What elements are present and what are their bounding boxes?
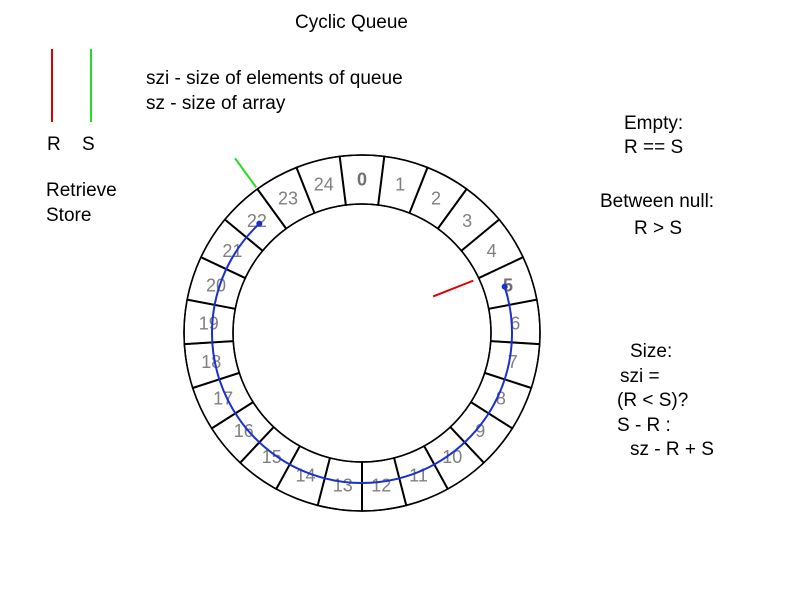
ring-cell-label: 10 [442,447,462,467]
empty-title: Empty: [624,113,684,134]
diagram-title: Cyclic Queue [295,12,408,33]
ring-cell-divider [470,401,513,430]
legend-s-label: S [82,134,95,155]
ring-cell-divider [224,218,264,252]
ring-cell-divider [478,256,524,279]
ring-outer-edge [183,154,541,512]
ring-cell-divider [377,156,386,206]
ring-cell-label: 12 [371,475,391,495]
ring-cell-divider [239,426,275,464]
between-null-expression: R > S [634,218,683,239]
ring-cell-divider [256,188,287,230]
ring-cell-label: 17 [213,388,233,408]
ring-cell-divider [211,401,254,430]
ring-cells [183,154,541,512]
ring-cell-label: 8 [496,388,506,408]
ring-cell-divider [186,298,236,310]
size-line-4: sz - R + S [630,439,714,460]
size-line-1: szi = [620,366,660,387]
ring-cell-label: 6 [510,313,520,333]
empty-expression: R == S [624,137,684,158]
ring-cell-divider [408,167,429,214]
ring-cell-label: 22 [247,211,267,231]
legend-r-label: R [47,134,61,155]
ring-cell-divider [275,445,301,490]
definition-szi: szi - size of elements of queue [146,68,403,89]
store-pointer [234,157,258,188]
ring-cell-label: 15 [262,447,282,467]
ring-cell-label: 16 [234,421,254,441]
size-line-3: S - R : [617,415,671,436]
definition-sz: sz - size of array [146,93,286,114]
between-null-title: Between null: [600,191,715,212]
ring-cell-label: 7 [508,352,518,372]
ring-cell-label: 3 [462,211,472,231]
ring-inner-edge [232,203,492,463]
size-line-2: (R < S)? [617,390,689,411]
ring-cell-divider [316,457,331,506]
ring-cell-label: 5 [503,276,513,296]
ring-cell-label: 1 [395,174,405,194]
legend-retrieve-text: Retrieve [46,180,117,201]
ring-cell-label: 18 [201,352,221,372]
ring-cell-label: 4 [487,241,497,261]
ring-cell-divider [437,188,468,230]
ring-cell-divider [295,167,316,214]
ring-cell-label: 13 [333,475,353,495]
ring-cell-label: 23 [278,188,298,208]
ring-cell-divider [449,426,485,464]
ring-cell-label: 24 [314,174,334,194]
ring-cell-divider [184,340,234,346]
queue-occupancy-arc [211,222,513,484]
ring-cell-label: 9 [475,421,485,441]
size-title: Size: [630,341,673,362]
ring-cell-divider [488,298,538,310]
ring-cell-label: 19 [199,313,219,333]
arc-end-dot [256,220,263,227]
ring-cell-divider [200,256,246,279]
ring-cell-divider [423,445,449,490]
retrieve-pointer [432,279,474,298]
ring-cell-divider [192,371,240,389]
ring-cell-label: 2 [431,188,441,208]
arc-start-dot [501,283,508,290]
legend-store-text: Store [46,205,92,226]
ring-cell-label: 21 [222,241,242,261]
ring-cell-divider [484,371,532,389]
ring-cell-divider [460,218,500,252]
ring-cell-divider [338,156,347,206]
ring-cell-divider [490,340,540,346]
ring-cell-divider [393,457,408,506]
ring-cell-label: 0 [357,170,367,190]
